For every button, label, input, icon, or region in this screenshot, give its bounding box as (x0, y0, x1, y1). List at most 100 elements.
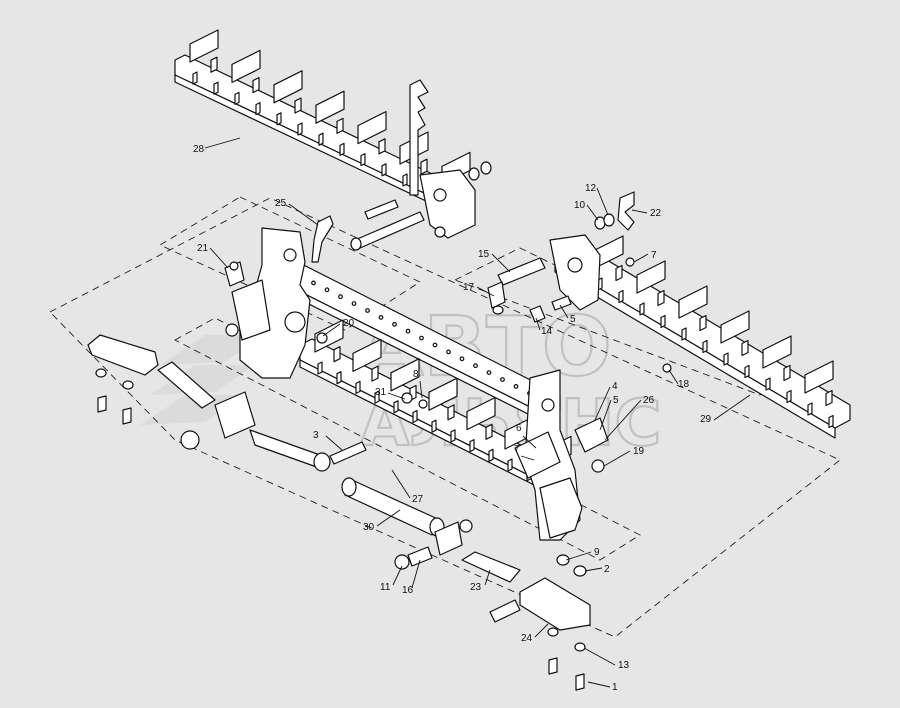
upper-tooth-plate (189, 29, 219, 63)
callout-24: 24 (521, 633, 533, 644)
callout-leader (411, 559, 421, 589)
frame-hole (405, 328, 411, 334)
callout-8: 8 (413, 369, 419, 380)
callout-17: 17 (463, 282, 475, 293)
callout-5: 5 (613, 395, 619, 406)
right-tooth-tine (618, 289, 624, 304)
right-tooth-plate (678, 285, 708, 319)
frame-hole (311, 280, 316, 286)
bolt-1 (575, 673, 585, 691)
callout-leader (583, 647, 616, 666)
pivot-block (574, 417, 609, 453)
cylinder-cap (313, 452, 331, 472)
callout-3: 3 (313, 430, 319, 441)
callout-leaders (204, 137, 751, 688)
callout-10: 10 (574, 200, 586, 211)
watermark-logo-stripe (160, 335, 265, 365)
callout-leader (484, 569, 491, 586)
callout-leader (631, 209, 648, 214)
callout-19: 19 (633, 446, 645, 457)
lower-tooth-tine (336, 371, 342, 385)
callout-leader (322, 323, 341, 337)
lower-tooth-tine (507, 458, 513, 472)
lower-tooth-finger (485, 423, 493, 440)
callout-leader (535, 317, 541, 331)
right-plate-hole (541, 398, 555, 412)
callout-15: 15 (478, 249, 490, 260)
right-tooth-plate (636, 260, 666, 294)
washer-13 (574, 642, 586, 652)
upper-tooth-tine (339, 142, 345, 156)
upper-bracket-hole (434, 226, 446, 238)
lower-tooth-plate (314, 319, 344, 353)
watermark-logo-stripe (140, 395, 245, 425)
upper-bar-side (174, 74, 446, 211)
lower-tooth-tine (488, 448, 494, 462)
bolt-5 (551, 295, 572, 311)
upper-tooth-tine (192, 71, 198, 85)
callout-leader (596, 187, 609, 216)
callout-1: 1 (612, 682, 618, 693)
frame-hole (513, 384, 519, 389)
lower-tooth-finger (447, 404, 455, 421)
left-bolt (122, 407, 132, 425)
lower-tooth-tine (431, 419, 437, 433)
callout-leader (604, 399, 642, 441)
washer-11 (394, 554, 410, 570)
right-tooth-tine (702, 339, 708, 354)
right-tooth-tine (681, 327, 687, 341)
lower-tooth-finger (333, 346, 341, 363)
upper-bolt (364, 199, 399, 220)
callout-leader (288, 203, 319, 226)
pin-17-head (492, 305, 504, 315)
callout-leader (633, 253, 649, 263)
right-tooth-finger (741, 339, 749, 357)
callout-leader (534, 623, 549, 638)
watermark-logo-stripe (150, 365, 255, 395)
callout-27: 27 (412, 494, 424, 505)
upper-tooth-plate (231, 49, 261, 83)
upper-pin (354, 211, 425, 249)
callout-leader (586, 204, 599, 221)
pin-15 (497, 257, 546, 286)
callout-leader (392, 565, 403, 586)
frame-hole (378, 315, 384, 320)
callout-6: 6 (516, 423, 522, 434)
callout-21: 21 (197, 243, 209, 254)
callout-14: 14 (541, 326, 553, 337)
left-link (157, 361, 216, 409)
frame-hole (351, 301, 357, 307)
callout-23: 23 (470, 582, 482, 593)
upper-tooth-tine (255, 102, 261, 116)
upper-tooth-finger (210, 56, 218, 73)
right-tooth-tine (639, 302, 645, 316)
right-tooth-finger (699, 314, 707, 332)
frame-hole (486, 370, 492, 376)
callout-13: 13 (618, 660, 630, 671)
lower-tooth-tine (393, 400, 399, 414)
right-plate-bracket (539, 477, 583, 539)
lower-tooth-tine (374, 390, 380, 404)
left-mount-plate (87, 334, 159, 376)
right-tooth-plate (762, 335, 792, 369)
upper-comb-bar (174, 29, 492, 251)
upper-bar-teeth (189, 29, 471, 207)
lower-tooth-tine (317, 361, 323, 375)
callout-leader (603, 450, 631, 467)
link-23 (461, 551, 521, 583)
callout-leader (520, 455, 535, 461)
right-bar-teeth (594, 235, 834, 429)
left-plate-bushing (225, 323, 239, 337)
frame-hole (432, 342, 438, 348)
upper-tooth-tine (381, 163, 387, 177)
upper-washer (468, 167, 480, 181)
frame-hole (338, 294, 343, 300)
callout-11: 11 (380, 582, 391, 593)
callout-leader (584, 567, 603, 572)
hook-plate (409, 79, 429, 196)
upper-tooth-finger (336, 117, 344, 134)
callout-7: 7 (514, 444, 520, 455)
callout-leader (387, 392, 406, 400)
right-tooth-tine (723, 352, 729, 366)
pin-16 (407, 546, 433, 567)
